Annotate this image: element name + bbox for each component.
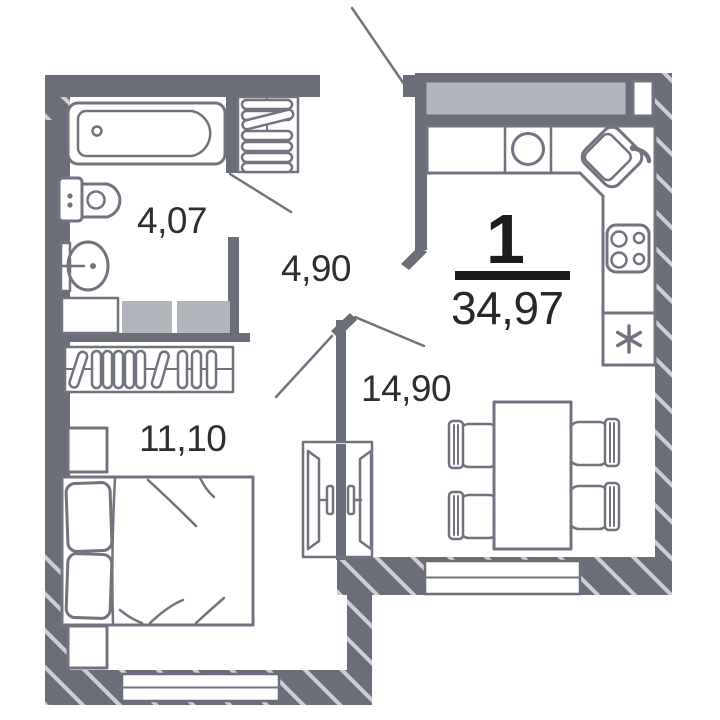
bedroom-door-swing-icon [274,334,334,399]
bathroom-door-swing-icon [228,172,293,214]
doors [228,6,426,399]
storage-cabinets-icon [60,296,230,335]
chair-icon [447,419,501,470]
bathroom-area-label: 4,07 [137,200,207,241]
title-divider [455,271,570,280]
chair-icon [567,481,621,532]
kitchen-duct-icon [631,79,655,118]
hallway-storage [60,95,300,394]
wall-kitchen-left-cap [401,246,427,270]
hallway-area-label: 4,90 [281,248,351,289]
windows [120,559,582,703]
bed-icon [60,475,255,627]
kitchen [423,79,657,367]
bathroom [57,101,227,293]
living-area-label: 14,90 [361,368,451,409]
corner-sink-icon [580,125,652,189]
nightstand-bottom-icon [66,624,109,670]
wall-kitchen-left [415,97,427,250]
bathtub-icon [66,101,227,166]
hanger-closet-icon [236,95,300,174]
total-area-label: 34,97 [451,282,564,334]
wall-partition [336,320,346,560]
labels: 4,07 4,90 14,90 11,10 1 34,97 [137,200,570,459]
tv-icon [346,449,373,551]
toilet-icon [57,176,122,223]
wardrobe-hangers-icon [63,345,235,394]
living-door-swing-icon [353,315,426,348]
dining-table-icon [492,400,573,551]
bedroom [60,426,255,670]
washbasin-icon [59,240,110,293]
wall-partition-through-tv [336,444,346,556]
wall-partition-cap [331,313,357,338]
wall-top-left [45,75,320,97]
tv-unit [301,440,374,559]
chair-icon [447,490,501,541]
interior-walls [45,97,427,560]
living-window-icon [423,559,582,596]
rooms-count-label: 1 [486,200,525,278]
washing-machine-icon [511,132,545,166]
stove-icon [605,223,651,274]
bedroom-window-icon [120,672,281,703]
wall-entry-corner [403,75,427,97]
dining-set [447,400,621,551]
wall-right [655,73,672,595]
fridge-icon [601,311,657,367]
nightstand-top-icon [66,426,109,474]
entrance-door-swing-icon [350,6,406,86]
kitchen-top-cabinet-icon [423,79,629,118]
chair-icon [567,417,621,468]
wall-bathroom-right-upper [226,97,238,173]
tv-icon [306,449,335,551]
kitchen-counter-icon [425,124,657,367]
wall-bathroom-right-lower [228,237,239,334]
bedroom-area-label: 11,10 [139,418,226,459]
wall-bathroom-bottom [45,333,250,342]
